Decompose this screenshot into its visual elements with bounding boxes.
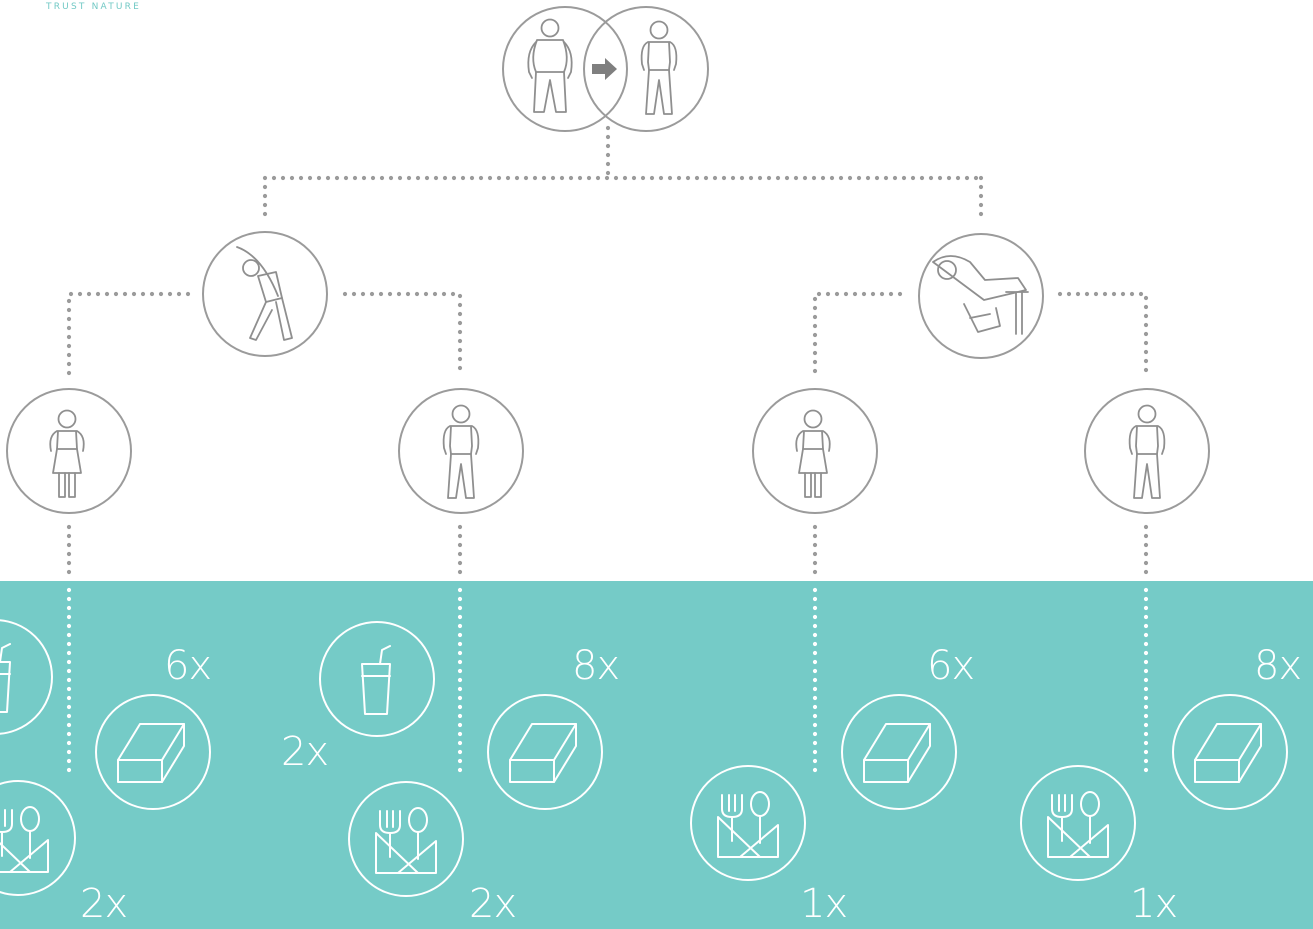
group1-bar-qty: 6x xyxy=(164,643,212,689)
band-connectors xyxy=(66,587,1149,775)
connector-people xyxy=(66,524,1149,578)
group4-meal-qty: 1x xyxy=(1130,881,1178,927)
person-slim-icon xyxy=(640,20,678,115)
drink-cup-icon xyxy=(361,645,391,715)
group2-meal xyxy=(348,781,464,897)
group1-drink xyxy=(0,619,53,735)
group2-bar xyxy=(487,694,603,810)
group3-bar xyxy=(841,694,957,810)
nutrition-band xyxy=(0,581,1313,929)
snack-bar-icon xyxy=(117,723,185,783)
connector-left xyxy=(66,291,463,378)
group3-meal-qty: 1x xyxy=(800,881,848,927)
meal-cutlery-icon xyxy=(717,791,779,858)
top-comparison xyxy=(502,6,709,132)
group2-drink-qty: 2x xyxy=(281,729,329,775)
person-node-1 xyxy=(6,388,132,514)
person-node-4 xyxy=(1084,388,1210,514)
after-circle xyxy=(583,6,709,132)
meal-cutlery-icon xyxy=(0,806,49,873)
person-node-2 xyxy=(398,388,524,514)
snack-bar-icon xyxy=(863,723,931,783)
meal-cutlery-icon xyxy=(375,807,437,874)
group1-bar xyxy=(95,694,211,810)
group3-meal xyxy=(690,765,806,881)
drink-cup-icon xyxy=(0,643,11,713)
brand-label: TRUST NATURE xyxy=(46,2,142,12)
snack-bar-icon xyxy=(509,723,577,783)
group1-meal-qty: 2x xyxy=(80,881,128,927)
arrow-right-icon xyxy=(592,58,617,80)
group4-bar-qty: 8x xyxy=(1254,643,1302,689)
group2-drink xyxy=(319,621,435,737)
connector-top xyxy=(262,125,984,221)
person-on-chair-icon xyxy=(932,255,1029,335)
activity-sitting xyxy=(918,233,1044,359)
snack-bar-icon xyxy=(1194,723,1262,783)
stretching-person-icon xyxy=(236,246,293,341)
group4-meal xyxy=(1020,765,1136,881)
meal-cutlery-icon xyxy=(1047,791,1109,858)
activity-stretching xyxy=(202,231,328,357)
group2-bar-qty: 8x xyxy=(572,643,620,689)
group2-meal-qty: 2x xyxy=(469,881,517,927)
group3-bar-qty: 6x xyxy=(927,643,975,689)
connector-right xyxy=(812,291,1149,378)
group4-bar xyxy=(1172,694,1288,810)
group1-meal xyxy=(0,780,76,896)
person-node-3 xyxy=(752,388,878,514)
